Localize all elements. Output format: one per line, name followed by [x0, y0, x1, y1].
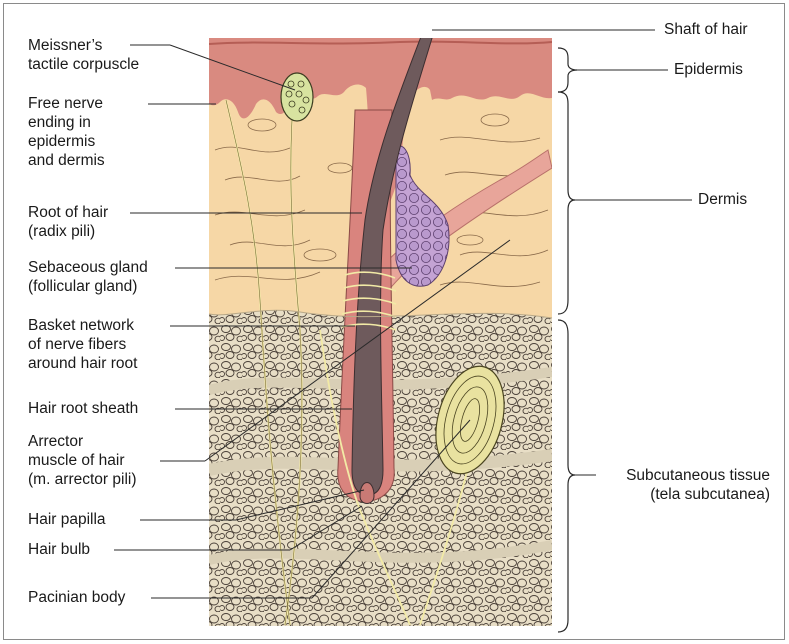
label-line: Hair root sheath	[28, 399, 138, 418]
label-arrector-muscle: Arrector muscle of hair (m. arrector pil…	[28, 432, 137, 489]
label-line: Dermis	[698, 190, 747, 209]
label-subcutaneous-tissue: Subcutaneous tissue (tela subcutanea)	[600, 466, 770, 504]
label-basket-network: Basket network of nerve fibers around ha…	[28, 316, 137, 373]
hair-papilla	[360, 483, 374, 504]
label-line: and dermis	[28, 151, 105, 170]
label-line: Meissner’s	[28, 36, 139, 55]
label-line: Arrector	[28, 432, 137, 451]
label-line: Root of hair	[28, 203, 108, 222]
label-line: Pacinian body	[28, 588, 125, 607]
label-line: ending in	[28, 113, 105, 132]
label-line: Subcutaneous tissue	[600, 466, 770, 485]
label-epidermis: Epidermis	[674, 60, 743, 79]
label-line: Sebaceous gland	[28, 258, 148, 277]
label-root-of-hair: Root of hair (radix pili)	[28, 203, 108, 241]
label-line: (follicular gland)	[28, 277, 148, 296]
label-line: of nerve fibers	[28, 335, 137, 354]
label-meissner-corpuscle: Meissner’s tactile corpuscle	[28, 36, 139, 74]
label-line: Basket network	[28, 316, 137, 335]
label-line: epidermis	[28, 132, 105, 151]
label-line: (m. arrector pili)	[28, 470, 137, 489]
label-dermis: Dermis	[698, 190, 747, 209]
label-pacinian-body: Pacinian body	[28, 588, 125, 607]
label-line: Free nerve	[28, 94, 105, 113]
label-line: (radix pili)	[28, 222, 108, 241]
label-free-nerve-ending: Free nerve ending in epidermis and dermi…	[28, 94, 105, 170]
label-hair-root-sheath: Hair root sheath	[28, 399, 138, 418]
label-line: Epidermis	[674, 60, 743, 79]
label-line: tactile corpuscle	[28, 55, 139, 74]
label-hair-bulb: Hair bulb	[28, 540, 90, 559]
label-line: (tela subcutanea)	[600, 485, 770, 504]
label-line: around hair root	[28, 354, 137, 373]
label-line: Hair bulb	[28, 540, 90, 559]
label-hair-papilla: Hair papilla	[28, 510, 106, 529]
meissner-corpuscle	[281, 73, 313, 121]
label-line: Hair papilla	[28, 510, 106, 529]
label-line: Shaft of hair	[664, 20, 748, 39]
layer-braces	[558, 48, 577, 632]
label-shaft-of-hair: Shaft of hair	[664, 20, 748, 39]
label-sebaceous-gland: Sebaceous gland (follicular gland)	[28, 258, 148, 296]
label-line: muscle of hair	[28, 451, 137, 470]
